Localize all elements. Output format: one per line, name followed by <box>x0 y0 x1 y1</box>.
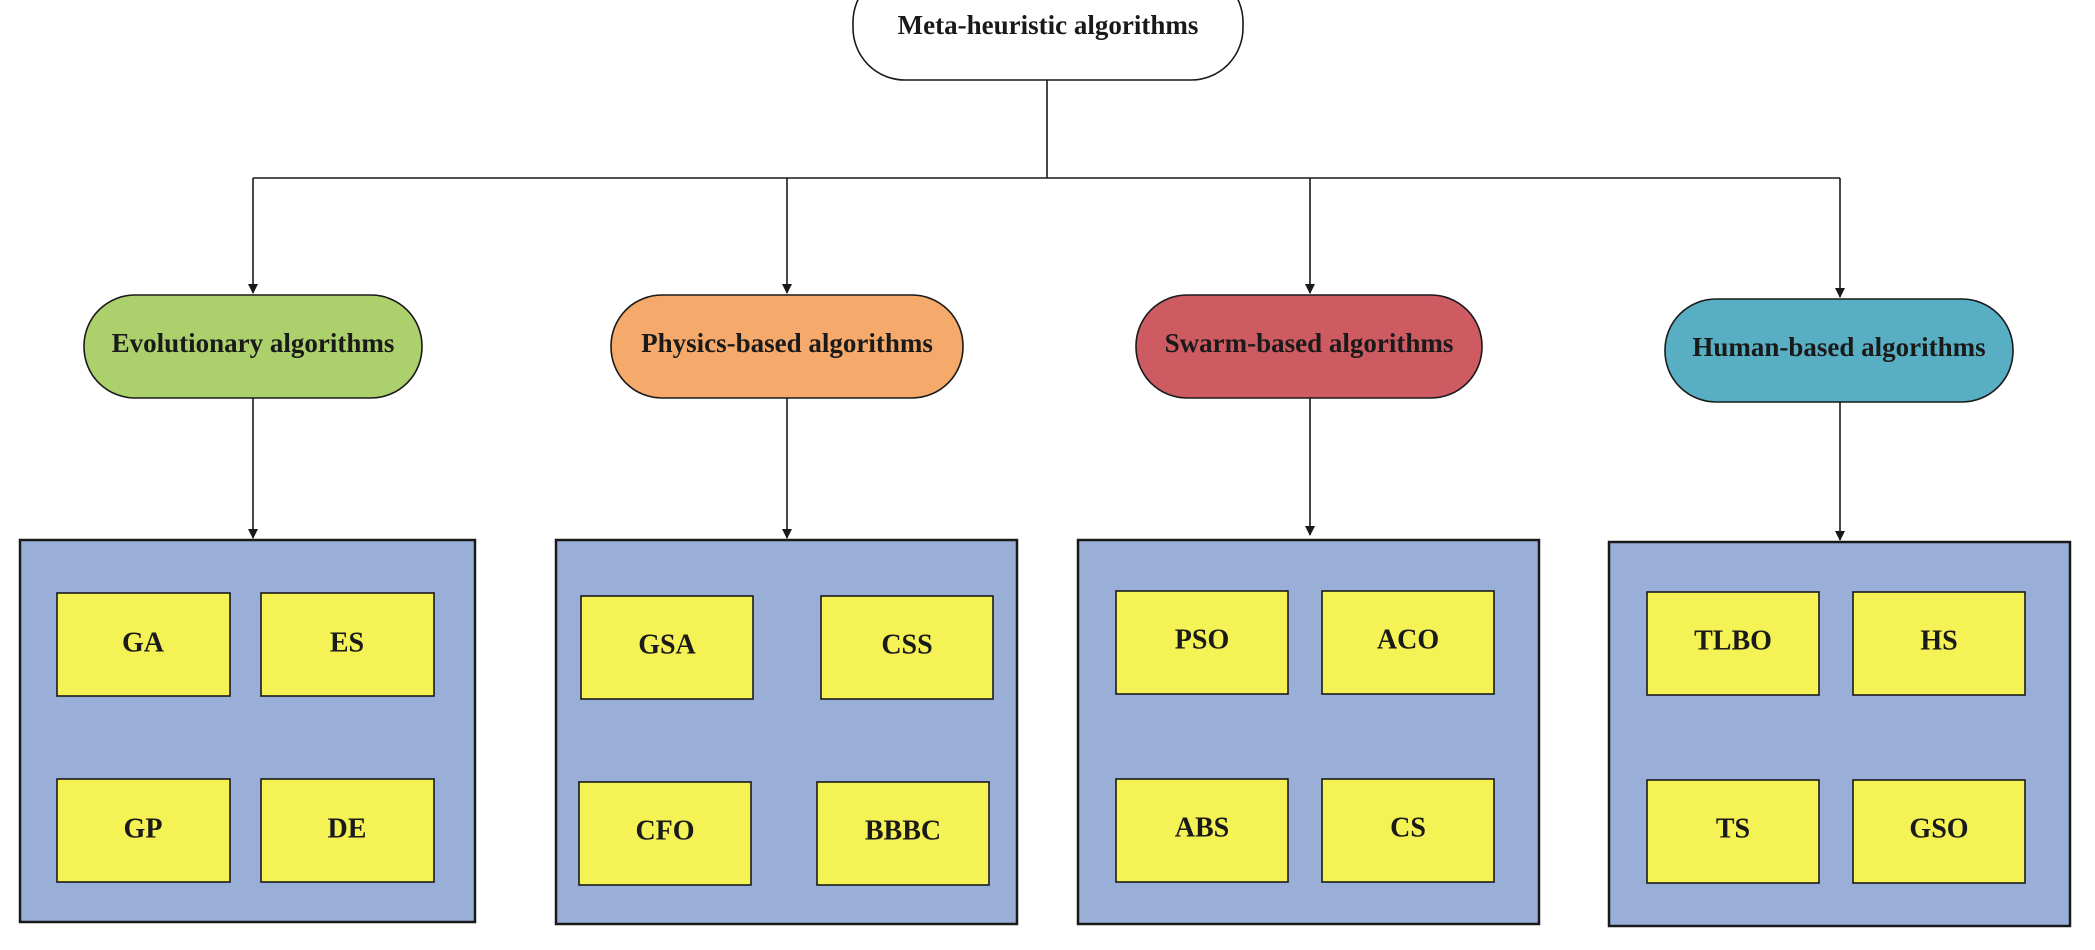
category-node-human: Human-based algorithms <box>1664 298 2014 403</box>
category-shape <box>610 294 964 399</box>
item-label: TS <box>1716 813 1750 844</box>
category-shape <box>1664 298 2014 403</box>
connectors <box>248 80 1845 541</box>
item-label: GP <box>124 813 163 844</box>
item-label: PSO <box>1175 624 1229 655</box>
panel-physics: GSA CSS CFO BBBC <box>554 538 1019 926</box>
panel-evolutionary: GA ES GP DE <box>18 538 477 924</box>
category-shape <box>1135 294 1483 399</box>
category-node-evolutionary: Evolutionary algorithms <box>83 294 423 399</box>
category-label: Evolutionary algorithms <box>112 328 395 358</box>
item-box <box>1646 591 1820 696</box>
item-label: CFO <box>635 815 694 846</box>
item-box <box>1321 590 1495 695</box>
item-label: ACO <box>1377 624 1439 655</box>
item-box <box>816 781 990 886</box>
root-node: Meta-heuristic algorithms <box>852 0 1244 81</box>
item-label: GSO <box>1909 813 1968 844</box>
item-label: GSA <box>638 629 696 660</box>
item-label: CSS <box>881 629 932 660</box>
item-label: HS <box>1920 625 1957 656</box>
item-box <box>580 595 754 700</box>
category-label: Swarm-based algorithms <box>1165 328 1454 358</box>
item-box <box>1852 591 2026 696</box>
root-node-label: Meta-heuristic algorithms <box>898 10 1199 40</box>
category-label: Human-based algorithms <box>1692 332 1985 362</box>
panel-human: TLBO HS TS GSO <box>1607 540 2072 928</box>
item-box <box>1115 778 1289 883</box>
item-label: ES <box>330 627 364 658</box>
category-node-physics: Physics-based algorithms <box>610 294 964 399</box>
item-label: CS <box>1390 812 1426 843</box>
item-label: BBBC <box>865 815 941 846</box>
item-box <box>56 778 231 883</box>
category-node-swarm: Swarm-based algorithms <box>1135 294 1483 399</box>
item-box <box>578 781 752 886</box>
item-label: GA <box>122 627 165 658</box>
category-label: Physics-based algorithms <box>641 328 933 358</box>
item-box <box>1321 778 1495 883</box>
item-box <box>1852 779 2026 884</box>
item-label: ABS <box>1175 812 1229 843</box>
item-box <box>56 592 231 697</box>
category-shape <box>83 294 423 399</box>
panel-swarm: PSO ACO ABS CS <box>1076 538 1541 926</box>
item-box <box>260 778 435 883</box>
item-box <box>260 592 435 697</box>
item-label: TLBO <box>1694 625 1772 656</box>
root-node-shape <box>852 0 1244 81</box>
item-label: DE <box>328 813 367 844</box>
item-box <box>820 595 994 700</box>
item-box <box>1115 590 1289 695</box>
item-box <box>1646 779 1820 884</box>
